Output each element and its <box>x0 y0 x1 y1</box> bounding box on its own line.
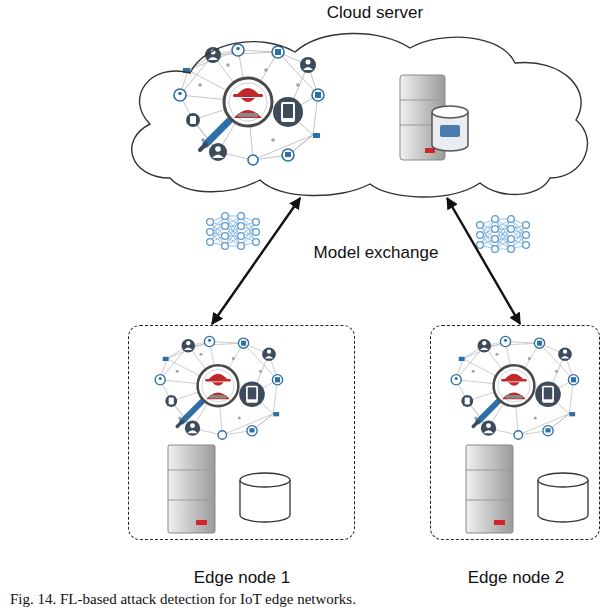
cloud-server: Cloud server <box>110 28 600 198</box>
edge-node-box: Edge node 1 <box>128 325 355 540</box>
edge-node-box: Edge node 2 <box>430 325 600 540</box>
cloud-shape <box>132 33 588 197</box>
node-label: Cloud server <box>327 3 423 23</box>
node-label: Edge node 2 <box>468 568 564 588</box>
figure-caption: Fig. 14. FL-based attack detection for I… <box>10 590 356 608</box>
node-label: Edge node 1 <box>194 568 290 588</box>
model-exchange-arrow <box>447 198 520 324</box>
free-label: Model exchange <box>312 243 441 263</box>
cloud-outline <box>110 28 600 198</box>
model-exchange-arrow <box>212 198 300 324</box>
